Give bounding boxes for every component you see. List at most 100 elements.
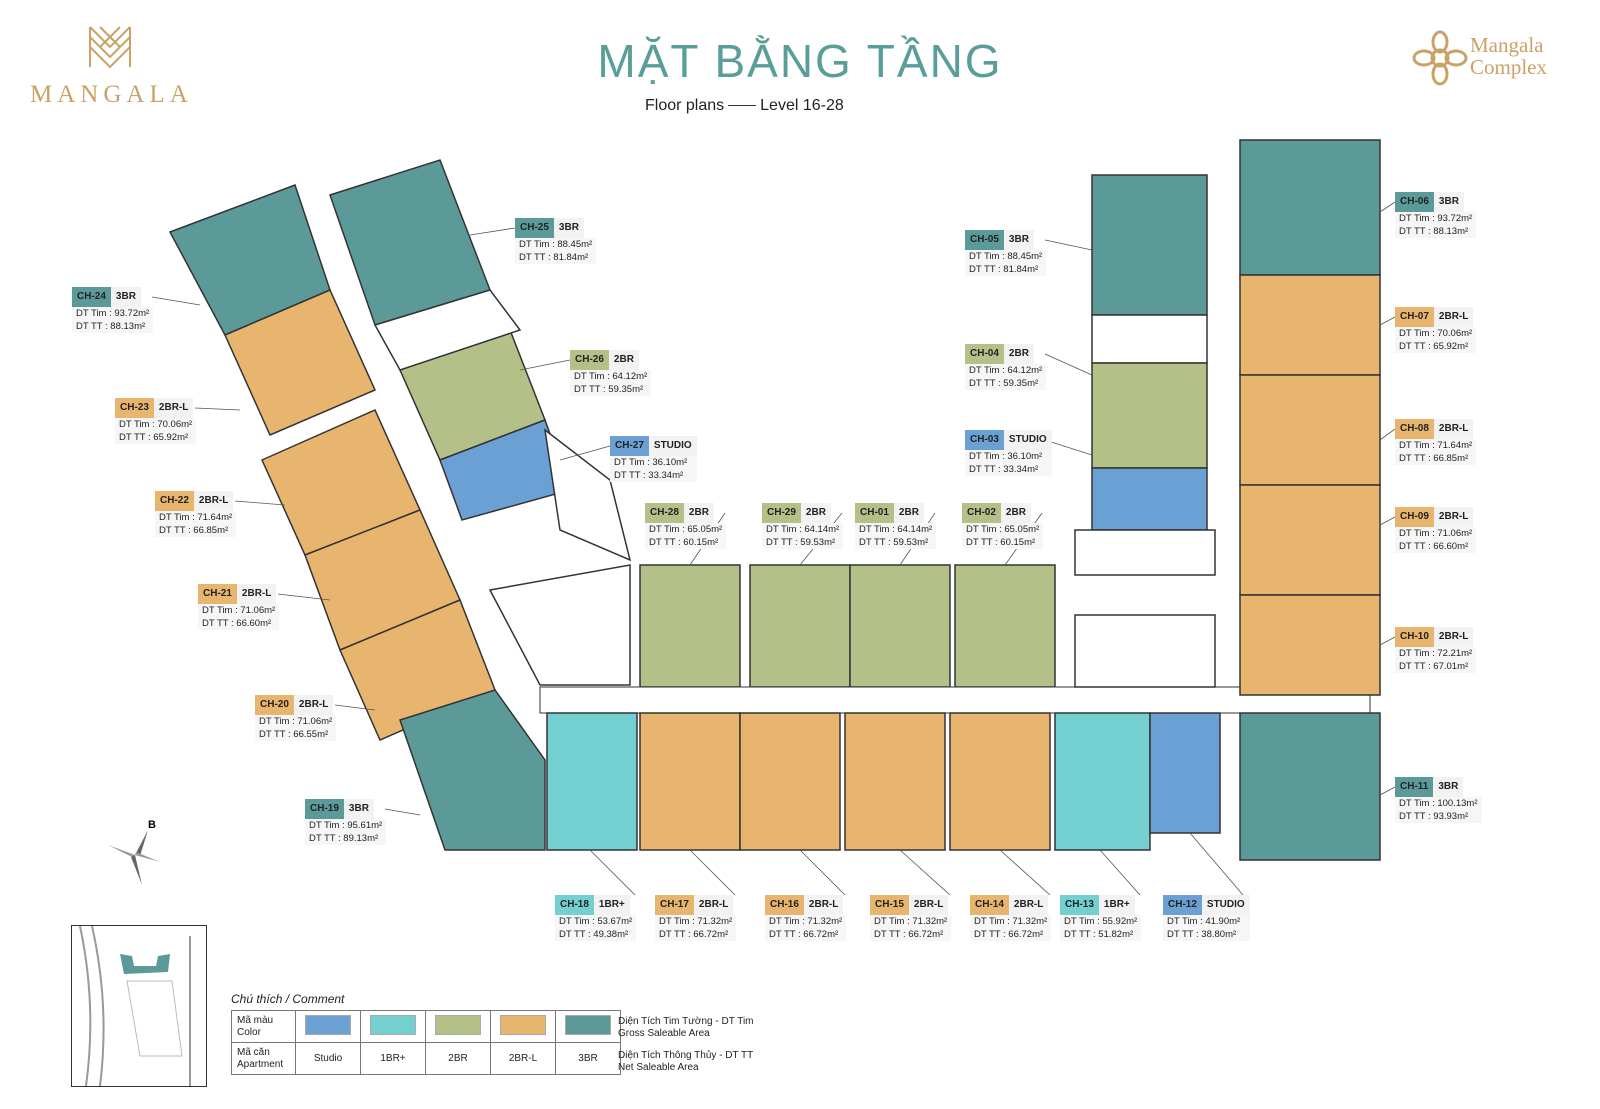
unit-gross-area: DT Tim : 65.05m² <box>962 523 1044 536</box>
unit-type: 2BR <box>683 503 714 523</box>
unit-code: CH-08 <box>1395 419 1434 439</box>
left-elevator-core <box>543 428 632 562</box>
unit-gross-area: DT Tim : 65.05m² <box>645 523 727 536</box>
unit-code: CH-24 <box>72 287 111 307</box>
unit-type: 3BR <box>110 287 141 307</box>
unit-gross-area: DT Tim : 71.64m² <box>1395 439 1477 452</box>
leader-line <box>1044 353 1093 376</box>
leader-line <box>689 849 736 896</box>
unit-gross-area: DT Tim : 88.45m² <box>965 250 1047 263</box>
leader-line <box>1379 786 1396 796</box>
unit-ch-28 <box>639 564 741 688</box>
legend-type-1br-plus: 1BR+ <box>360 1042 426 1075</box>
unit-ch-02 <box>954 564 1056 688</box>
unit-type: 3BR <box>1433 192 1464 212</box>
unit-type: 2BR-L <box>1008 895 1049 915</box>
unit-ch-05 <box>1091 174 1208 316</box>
unit-type: 2BR-L <box>693 895 734 915</box>
unit-net-area: DT TT : 49.38m² <box>555 928 637 941</box>
unit-ch-01 <box>849 564 951 688</box>
leader-line <box>799 849 846 896</box>
compass-point <box>108 845 135 858</box>
leader-line <box>384 808 421 816</box>
unit-gross-area: DT Tim : 71.06m² <box>1395 527 1477 540</box>
leader-line <box>899 849 951 896</box>
unit-code: CH-02 <box>962 503 1001 523</box>
unit-code: CH-29 <box>762 503 801 523</box>
unit-ch-04 <box>1091 362 1208 469</box>
leader-line <box>469 227 516 236</box>
leader-line <box>277 593 331 601</box>
unit-code: CH-11 <box>1395 777 1434 797</box>
leader-line <box>1044 439 1093 456</box>
unit-net-area: DT TT : 93.93m² <box>1395 810 1482 823</box>
unit-type: 2BR-L <box>908 895 949 915</box>
unit-ch-12 <box>1149 712 1221 834</box>
unit-ch-09 <box>1239 484 1381 596</box>
unit-net-area: DT TT : 33.34m² <box>965 463 1052 476</box>
unit-type: 2BR-L <box>1433 307 1474 327</box>
page-title: MẶT BẰNG TẦNG <box>597 35 1003 87</box>
lotus-flower-icon <box>1412 30 1468 86</box>
leader-line <box>1189 832 1244 896</box>
unit-gross-area: DT Tim : 71.32m² <box>970 915 1052 928</box>
unit-type: 2BR-L <box>1433 507 1474 527</box>
unit-type: 2BR-L <box>236 584 277 604</box>
site-key-plan-icon <box>79 925 191 1087</box>
2br-swatch <box>435 1015 481 1035</box>
unit-net-area: DT TT : 59.53m² <box>762 536 844 549</box>
unit-gross-area: DT Tim : 71.32m² <box>765 915 847 928</box>
unit-gross-area: DT Tim : 72.21m² <box>1395 647 1477 660</box>
unit-code: CH-20 <box>255 695 294 715</box>
leader-line <box>1099 849 1141 896</box>
unit-type: 1BR+ <box>593 895 630 915</box>
unit-net-area: DT TT : 66.72m² <box>870 928 952 941</box>
unit-code: CH-04 <box>965 344 1004 364</box>
unit-ch-15 <box>844 712 946 851</box>
unit-ch-03 <box>1091 467 1208 531</box>
leader-line <box>234 500 286 506</box>
studio-swatch <box>305 1015 351 1035</box>
leader-line <box>1379 636 1396 646</box>
3br-swatch <box>565 1015 611 1035</box>
compass-point <box>131 855 142 885</box>
compass-point <box>135 830 148 856</box>
unit-net-area: DT TT : 67.01m² <box>1395 660 1477 673</box>
unit-ch-17 <box>639 712 741 851</box>
2br-l-swatch <box>500 1015 546 1035</box>
site-minimap <box>71 925 207 1087</box>
legend-type-2br: 2BR <box>425 1042 491 1075</box>
unit-type: 2BR-L <box>153 398 194 418</box>
unit-code: CH-16 <box>765 895 804 915</box>
leader-line <box>1044 239 1093 251</box>
unit-type: 2BR-L <box>1433 627 1474 647</box>
unit-code: CH-18 <box>555 895 594 915</box>
unit-type: 2BR <box>608 350 639 370</box>
unit-net-area: DT TT : 38.80m² <box>1163 928 1250 941</box>
compass-point <box>135 852 160 862</box>
